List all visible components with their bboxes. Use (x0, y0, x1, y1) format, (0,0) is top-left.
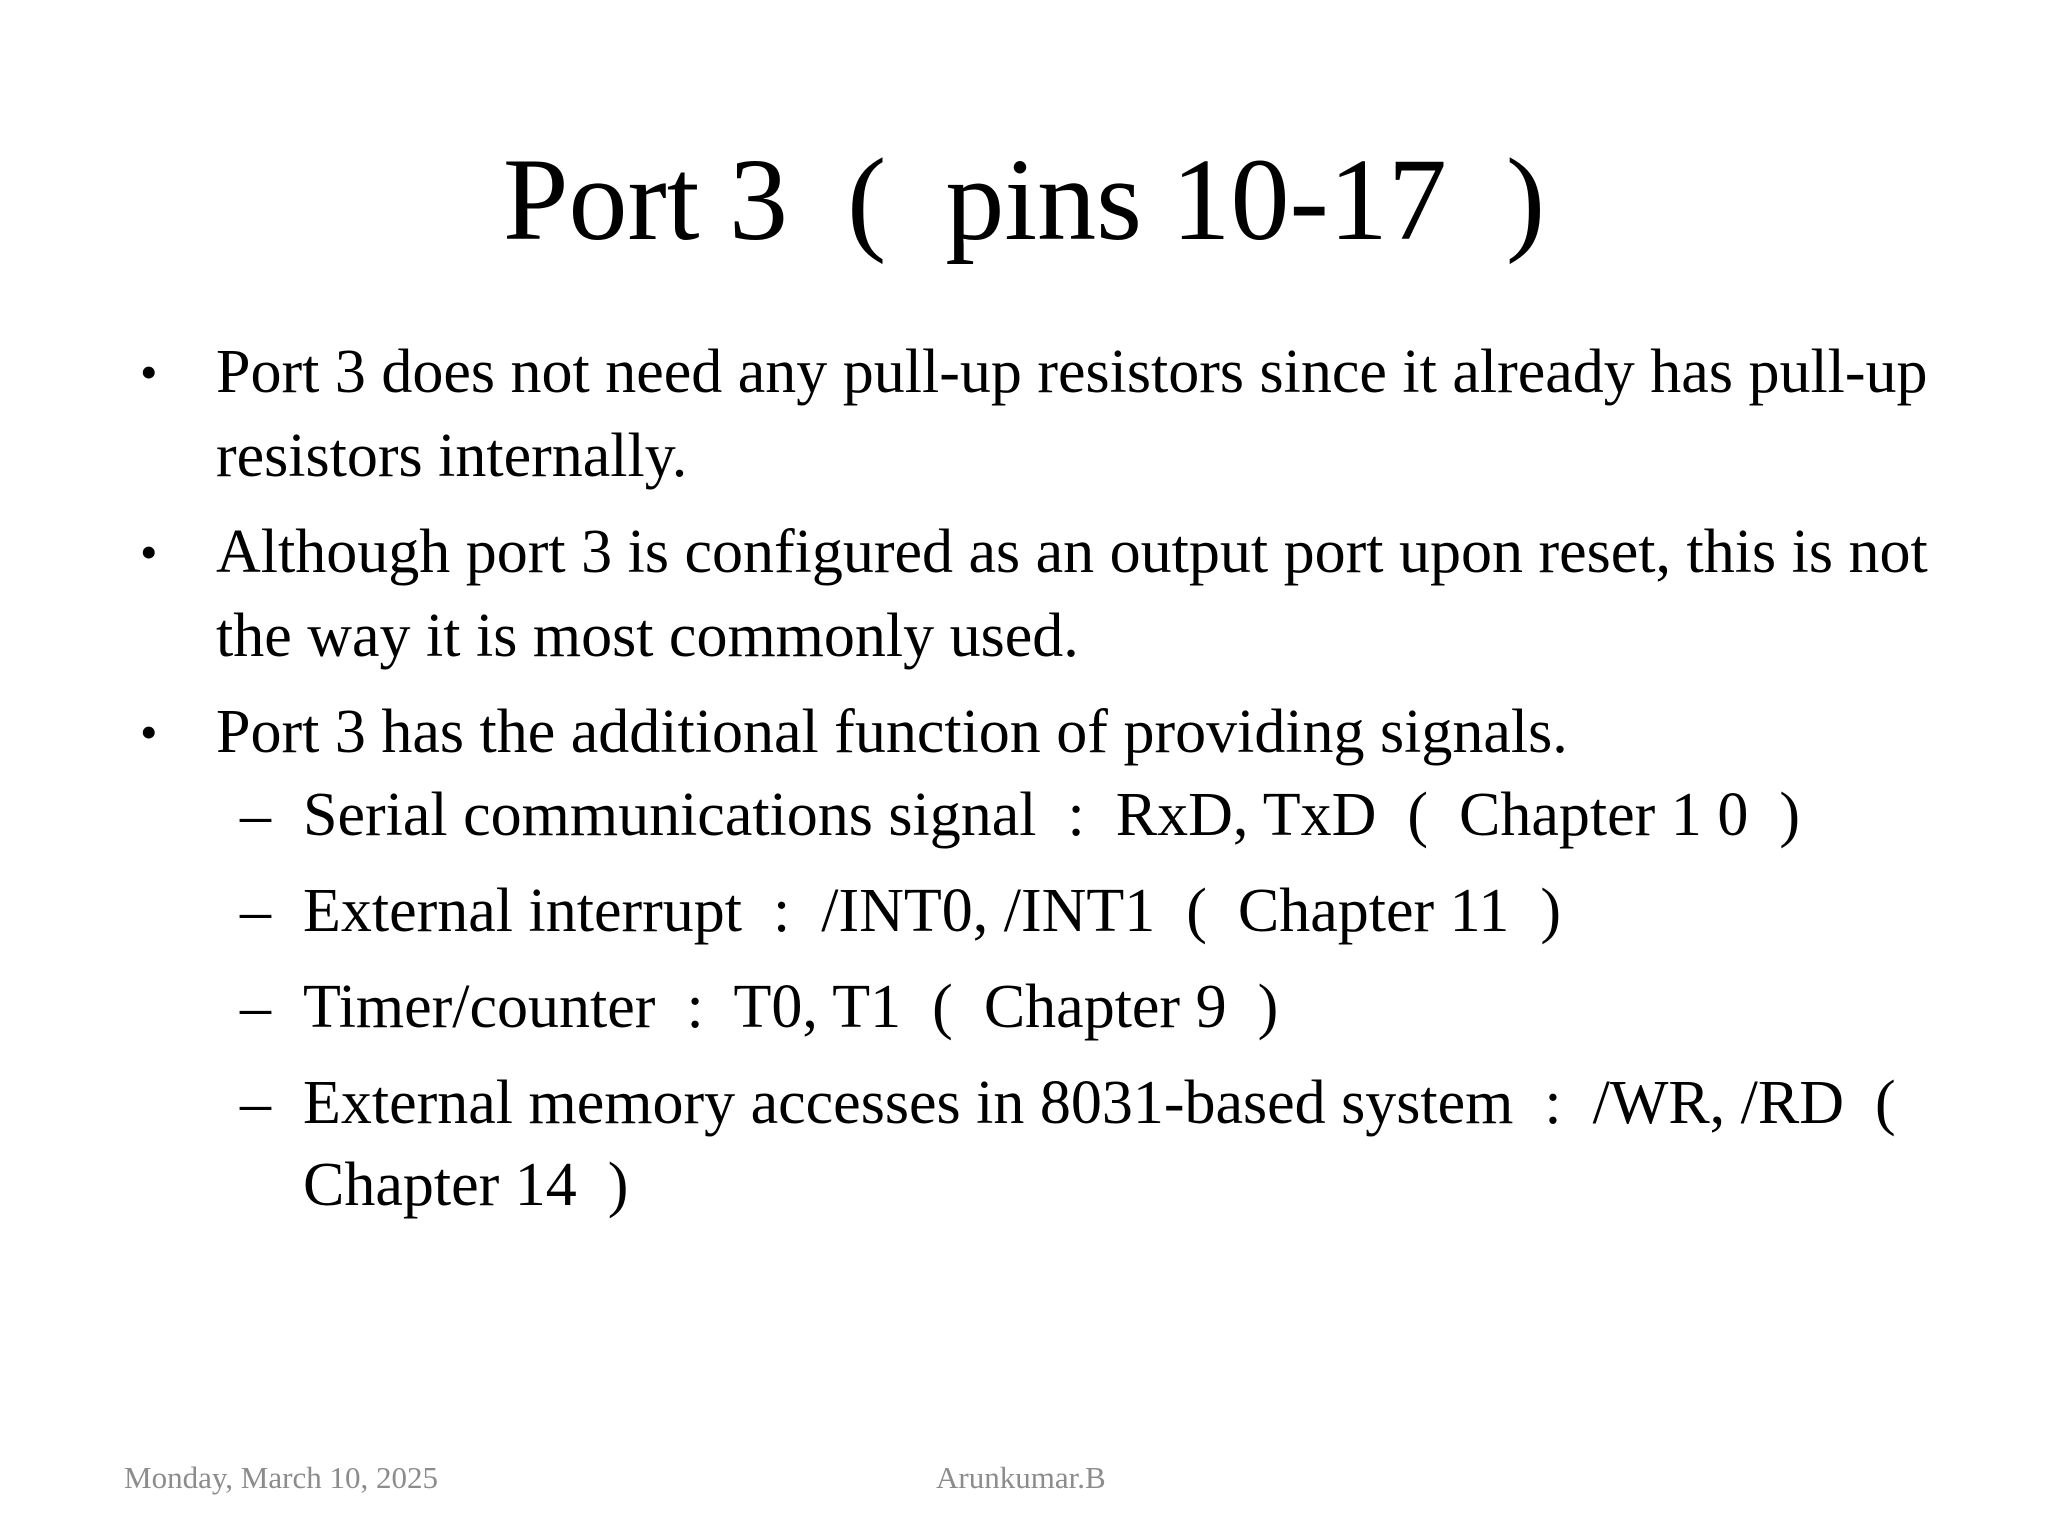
bullet-text: Although port 3 is configured as an outp… (216, 518, 1928, 670)
footer-date: Monday, March 10, 2025 (124, 1460, 438, 1495)
bullet-text: Port 3 has the additional function of pr… (216, 698, 1568, 766)
bullet-item: • Although port 3 is configured as an ou… (0, 510, 1956, 678)
sub-bullet-marker: – (240, 1069, 271, 1137)
sub-bullet-text: Timer/counter : T0, T1 ( Chapter 9 ) (303, 973, 1279, 1041)
sub-bullet-item: –External memory accesses in 8031-based … (0, 1062, 1923, 1226)
footer-author: Arunkumar.B (936, 1460, 1106, 1495)
bullet-list: • Port 3 does not need any pull-up resis… (0, 330, 2048, 1240)
sub-bullet-text: External memory accesses in 8031-based s… (303, 1069, 1927, 1219)
slide-title: Port 3 ( pins 10-17 ) (502, 134, 1546, 265)
sub-bullet-marker: – (240, 973, 271, 1041)
sub-bullet-item: –External interrupt : /INT0, /INT1 ( Cha… (0, 870, 1923, 952)
bullet-text: Port 3 does not need any pull-up resisto… (216, 338, 1928, 490)
bullet-marker: • (140, 524, 158, 580)
sub-bullet-marker: – (240, 877, 271, 945)
bullet-marker: • (140, 344, 158, 400)
bullet-item: • Port 3 does not need any pull-up resis… (0, 330, 1956, 498)
bullet-item: • Port 3 has the additional function of … (0, 690, 1956, 1226)
sub-bullet-marker: – (240, 781, 271, 849)
sub-bullet-text: Serial communications signal : RxD, TxD … (303, 781, 1800, 849)
sub-bullet-item: –Timer/counter : T0, T1 ( Chapter 9 ) (0, 966, 1923, 1048)
sub-bullet-list: –Serial communications signal : RxD, TxD… (216, 774, 1956, 1226)
sub-bullet-item: –Serial communications signal : RxD, TxD… (0, 774, 1923, 856)
bullet-marker: • (140, 704, 158, 760)
sub-bullet-text: External interrupt : /INT0, /INT1 ( Chap… (303, 877, 1562, 945)
